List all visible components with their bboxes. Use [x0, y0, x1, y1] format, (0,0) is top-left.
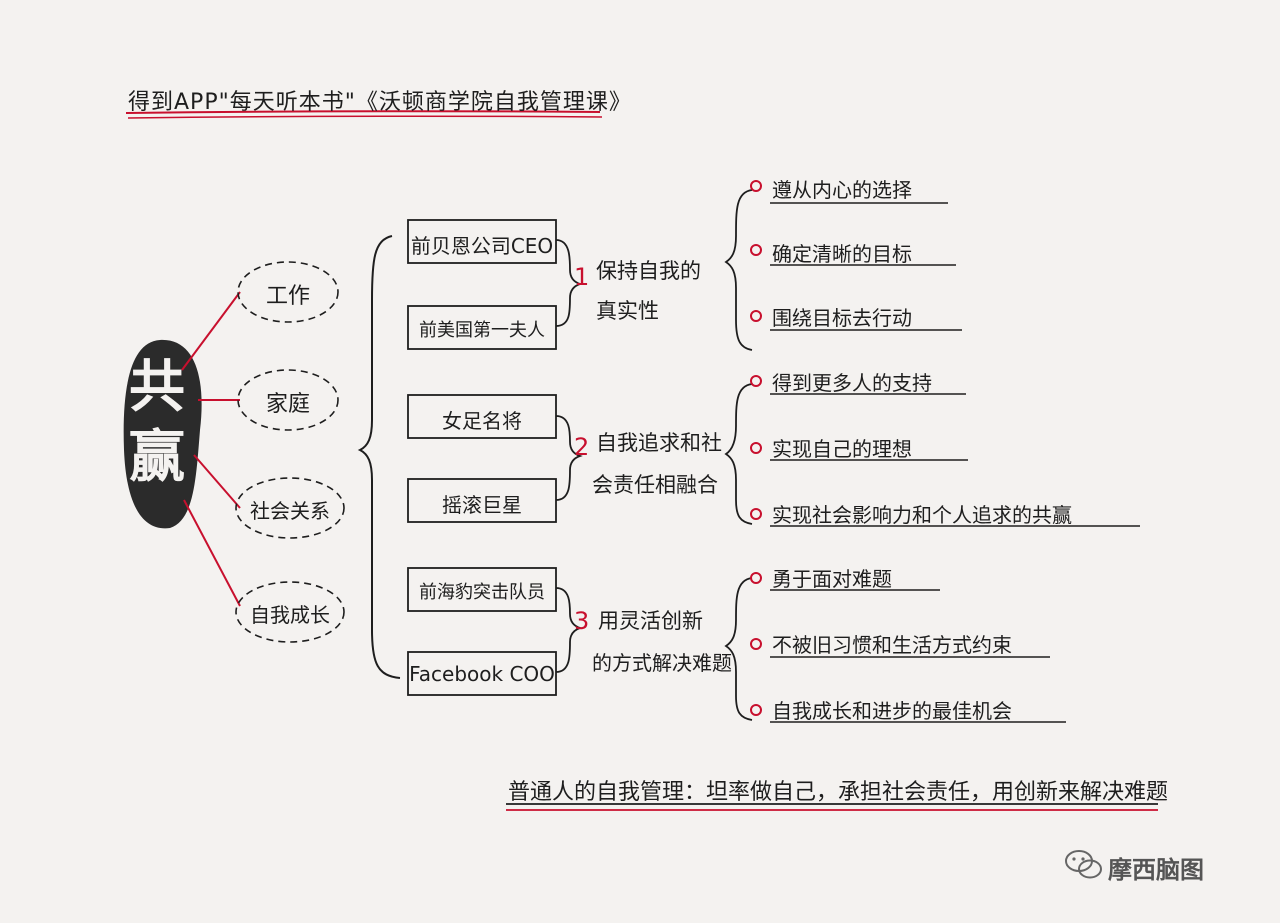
- box-3a: [407, 567, 557, 612]
- leaf-item: 勇于面对难题: [772, 567, 892, 591]
- core-blob: [123, 339, 202, 529]
- example-box-label: 前美国第一夫人: [419, 320, 545, 341]
- context-growth-label: 自我成长: [250, 603, 330, 627]
- topic-line: 用灵活创新: [598, 609, 703, 633]
- topic-number: 1: [574, 263, 590, 291]
- bullet: [750, 442, 762, 454]
- title-underline-red: [125, 110, 601, 114]
- leaf-item: 自我成长和进步的最佳机会: [772, 699, 1012, 723]
- leaf-item: 得到更多人的支持: [772, 371, 932, 395]
- context-work-label: 工作: [265, 284, 310, 309]
- leaf-brace-1: [724, 189, 753, 351]
- brace-1: [555, 239, 583, 327]
- topic-number: 2: [574, 433, 590, 461]
- bullet: [750, 638, 762, 650]
- leaf-brace-2: [724, 383, 753, 525]
- example-box-label: Facebook COO: [409, 662, 555, 686]
- topic-line: 自我追求和社: [596, 431, 722, 455]
- title-underline-red-2: [127, 115, 603, 119]
- leaf-item: 实现自己的理想: [772, 437, 912, 461]
- example-box-label: 前贝恩公司CEO: [410, 234, 554, 258]
- bullet: [750, 704, 762, 716]
- leaf-item: 围绕目标去行动: [772, 306, 912, 330]
- leaf-item: 确定清晰的目标: [772, 242, 912, 266]
- topic-line: 会责任相融合: [592, 473, 718, 497]
- connector-work: [181, 291, 241, 371]
- leaf-item: 实现社会影响力和个人追求的共赢: [772, 503, 1072, 527]
- bullet: [750, 244, 762, 256]
- brace-3: [555, 587, 583, 673]
- connector-social: [193, 454, 241, 509]
- context-family-label: 家庭: [265, 392, 310, 417]
- summary-text: 普通人的自我管理：坦率做自己，承担社会责任，用创新来解决难题: [508, 780, 1169, 805]
- bullet: [750, 508, 762, 520]
- oval-growth: [235, 581, 345, 643]
- core-char-top: 共: [129, 355, 185, 420]
- box-1a: [407, 219, 557, 264]
- bullet: [750, 310, 762, 322]
- bullet: [750, 180, 762, 192]
- bullet: [750, 375, 762, 387]
- example-box-label: 摇滚巨星: [442, 493, 522, 517]
- topic-line: 真实性: [596, 299, 659, 323]
- main-brace: [357, 235, 401, 679]
- wechat-icon: [1065, 850, 1102, 879]
- topic-line: 的方式解决难题: [592, 651, 732, 675]
- leaf-brace-3: [724, 577, 753, 721]
- box-3b: [407, 651, 557, 696]
- topic-number: 3: [574, 607, 590, 635]
- example-box-label: 女足名将: [442, 409, 522, 433]
- example-box-label: 前海豹突击队员: [419, 582, 545, 603]
- brace-2: [555, 415, 583, 501]
- leaf-item: 遵从内心的选择: [772, 178, 912, 202]
- leaf-item: 不被旧习惯和生活方式约束: [772, 633, 1012, 657]
- bullet: [750, 572, 762, 584]
- context-social-label: 社会关系: [250, 499, 330, 523]
- oval-social: [235, 477, 345, 539]
- watermark-text: 摩西脑图: [1108, 856, 1204, 884]
- topic-line: 保持自我的: [596, 259, 701, 283]
- connector-growth: [183, 499, 241, 607]
- page-title: 得到APP"每天听本书"《沃顿商学院自我管理课》: [128, 90, 632, 115]
- core-char-bottom: 赢: [129, 425, 185, 490]
- oval-family: [237, 369, 339, 431]
- oval-work: [237, 261, 339, 323]
- box-1b: [407, 305, 557, 350]
